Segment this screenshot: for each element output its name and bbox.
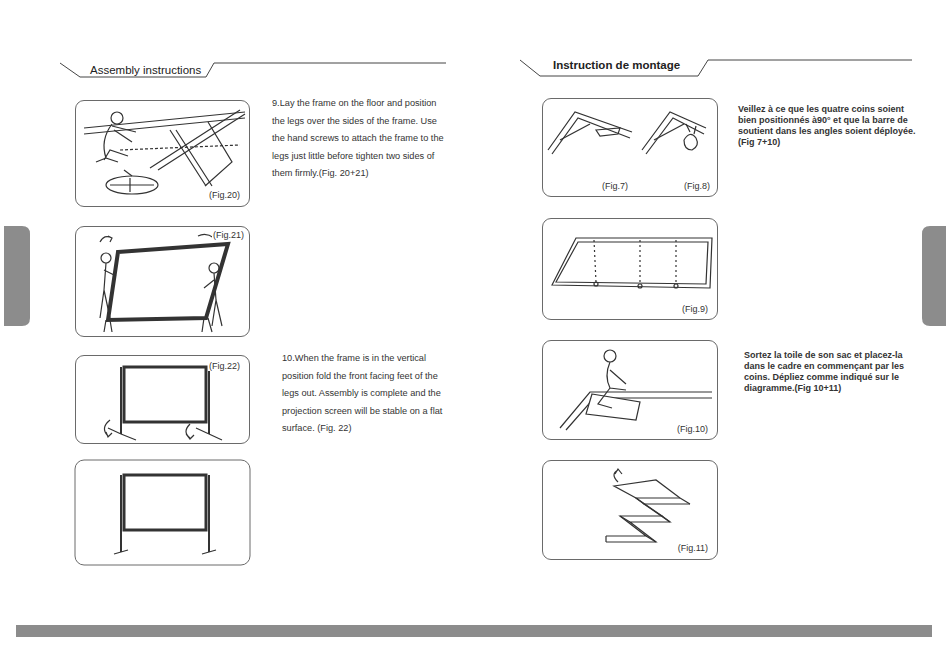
figure-number: (Fig.10) bbox=[676, 424, 709, 434]
figure-number: (Fig.22) bbox=[208, 361, 241, 371]
figure-panel: (Fig.20) bbox=[75, 100, 250, 207]
figure-panel: (Fig.11) bbox=[542, 460, 718, 560]
figure-number: (Fig.21) bbox=[212, 230, 245, 240]
instruction-text: 9.Lay the frame on the floor and positio… bbox=[272, 95, 450, 183]
figure-number: (Fig.7) bbox=[601, 181, 629, 191]
header-rules bbox=[60, 60, 912, 77]
instruction-text: Sortez la toile de son sac et placez-la … bbox=[744, 350, 916, 394]
figure-panel: (Fig.21) bbox=[75, 226, 250, 337]
fig9-illustration bbox=[552, 238, 712, 288]
figure-panel: (Fig.7) (Fig.8) bbox=[542, 98, 718, 197]
fig7-8-illustration bbox=[548, 112, 706, 154]
screen-complete-illustration bbox=[114, 475, 216, 554]
fig11-illustration bbox=[606, 469, 690, 542]
figure-panel: (Fig.10) bbox=[542, 340, 718, 440]
figure-panel: (Fig.22) bbox=[75, 355, 250, 444]
side-tab bbox=[4, 226, 30, 326]
figure-number: (Fig.9) bbox=[681, 304, 709, 314]
section-heading: Instruction de montage bbox=[551, 59, 682, 71]
figure-number: (Fig.11) bbox=[677, 543, 709, 553]
fig21-illustration bbox=[100, 234, 228, 332]
figure-number: (Fig.8) bbox=[683, 181, 711, 191]
figure-panel: (Fig.9) bbox=[542, 218, 718, 320]
fig10-illustration bbox=[560, 350, 712, 430]
instruction-text: Veillez à ce que les quatre coins soient… bbox=[738, 104, 918, 148]
figure-panel bbox=[75, 460, 250, 565]
bottom-bar bbox=[16, 625, 932, 637]
fig20-illustration bbox=[84, 110, 245, 194]
figure-number: (Fig.20) bbox=[208, 190, 241, 200]
section-heading: Assembly instructions bbox=[88, 64, 203, 76]
instruction-text: 10.When the frame is in the vertical pos… bbox=[282, 350, 448, 438]
side-tab bbox=[922, 226, 946, 326]
fig22-illustration bbox=[104, 367, 222, 440]
